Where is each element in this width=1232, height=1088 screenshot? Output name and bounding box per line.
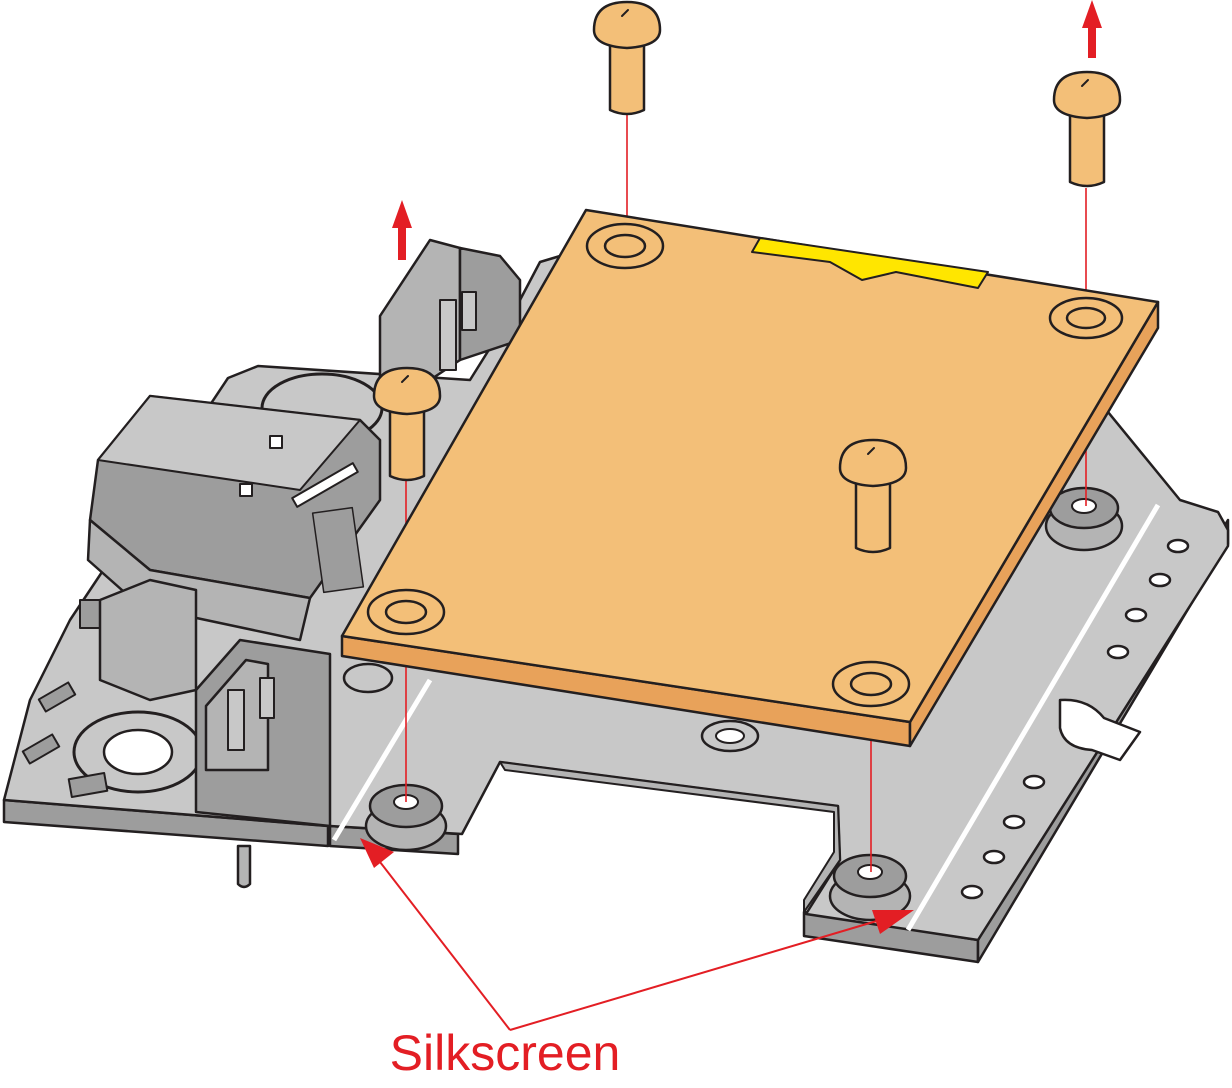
arrow-icon: [509, 910, 914, 1031]
module-mounting-hole: [831, 660, 911, 708]
module-board-top: [340, 208, 1160, 724]
arrow-up-icon: [392, 200, 412, 260]
screw-icon: [592, 0, 662, 116]
back-connector: [378, 238, 522, 402]
screw-icon: [838, 438, 908, 554]
module-mounting-hole: [366, 588, 446, 636]
orientation-marker: [751, 237, 989, 289]
silkscreen-lines: [331, 503, 1161, 932]
carrier-board-holes: [960, 538, 1190, 900]
standoff: [828, 853, 912, 922]
usb-c-connector: [86, 394, 382, 642]
front-connector: [98, 578, 332, 828]
module-board: [340, 208, 1160, 748]
module-mounting-hole: [585, 222, 665, 270]
screw-icon: [372, 366, 442, 482]
arrow-icon: [360, 838, 511, 1031]
screw-icon: [1052, 70, 1122, 188]
silkscreen-label: Silkscreen: [389, 1025, 621, 1081]
module-mounting-hole: [1048, 296, 1124, 340]
arrow-up-icon: [1082, 0, 1102, 58]
